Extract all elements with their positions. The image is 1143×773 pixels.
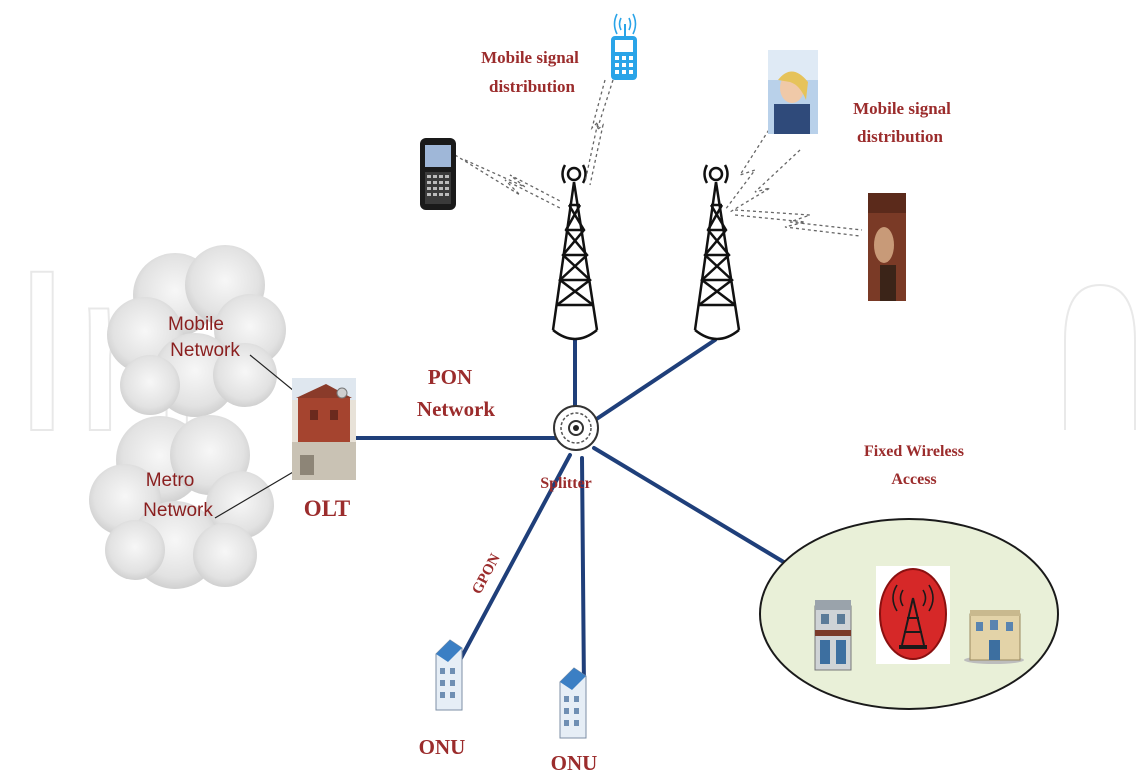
mobile-signal-top-label-1: Mobile signal [481, 48, 579, 67]
splitter-icon [553, 405, 599, 451]
onu-building-icon [559, 667, 587, 739]
mobile-signal-right-label-1: Mobile signal [853, 99, 951, 118]
smartphone-icon [420, 138, 456, 210]
fixed-wireless-label-1: Fixed Wireless [864, 443, 964, 460]
olt-label: OLT [304, 496, 350, 521]
pon-network-label-2: Network [417, 397, 495, 421]
tower-icon [693, 164, 741, 341]
fixed-wireless-area [759, 518, 1059, 710]
onu-right-label: ONU [551, 751, 598, 773]
mobile-signal-top-label-2: distribution [489, 77, 576, 96]
mobile-network-label-2: Network [170, 340, 240, 361]
fiber-links [353, 338, 907, 692]
mobile-network-label-1: Mobile [168, 314, 224, 335]
onu-left-label: ONU [419, 735, 466, 759]
splitter-label: Splitter [540, 475, 592, 492]
cloud-icon [107, 245, 286, 417]
fiber-splitter-onu-left [443, 453, 572, 690]
tower-icon [551, 164, 599, 341]
fixed-wireless-label-2: Access [891, 471, 936, 488]
house-icon [964, 610, 1024, 664]
olt-building-icon [292, 378, 356, 480]
cloud-icon [89, 415, 274, 589]
onu-building-icon [435, 639, 463, 711]
cellphone-icon [611, 13, 637, 80]
metro-network-label-1: Metro [146, 470, 195, 491]
fiber-splitter-onu-right [580, 456, 586, 692]
wireless-tower-icon [876, 566, 950, 664]
metro-network-cloud: Metro Network [89, 415, 274, 589]
fiber-splitter-tower-right [590, 338, 717, 424]
caller-photo [868, 193, 906, 301]
shop-icon [814, 600, 852, 671]
mobile-signal-right-label-2: distribution [857, 127, 944, 146]
cloud-olt-link [214, 464, 306, 519]
signal-links [454, 79, 863, 237]
pon-network-label-1: PON [428, 365, 472, 389]
mobile-network-cloud: Mobile Network [107, 245, 286, 417]
metro-network-label-2: Network [143, 500, 213, 521]
person-photo [768, 50, 818, 134]
